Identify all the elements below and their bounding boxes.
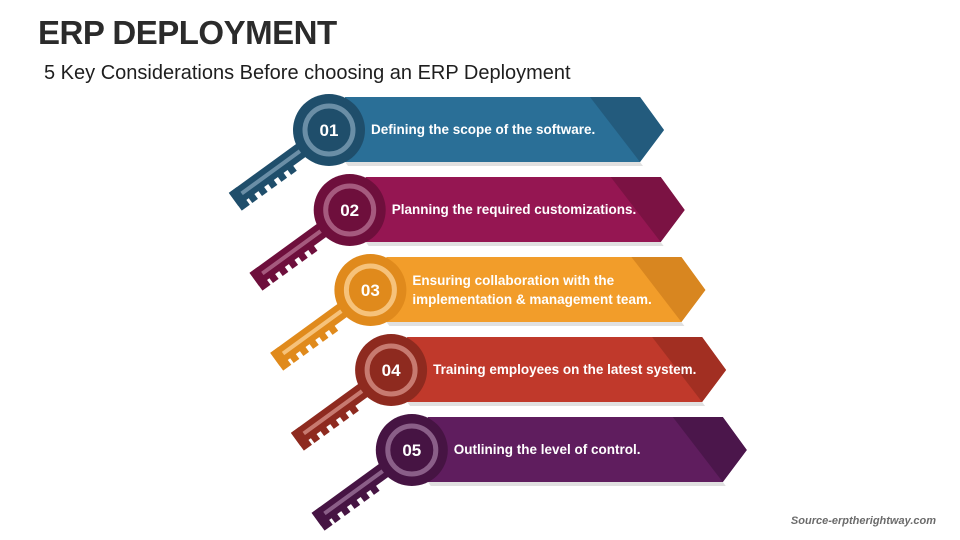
key-tooth — [247, 192, 258, 204]
banner-shadow — [427, 482, 726, 486]
key-tooth — [309, 432, 321, 444]
key-tooth — [298, 345, 310, 356]
key-ring — [385, 423, 439, 477]
step-number: 05 — [402, 441, 421, 460]
step-number: 04 — [382, 361, 401, 380]
key-tooth — [276, 171, 288, 182]
key-tooth — [359, 491, 370, 502]
step-text: Outlining the level of control. — [454, 442, 641, 457]
key-ring — [323, 183, 377, 237]
shaft-stripe — [297, 380, 377, 439]
banner-tip-shade — [652, 337, 727, 402]
banner — [345, 97, 664, 162]
step-text: implementation & management team. — [412, 292, 651, 307]
banner-tip-shade — [631, 257, 706, 322]
banner-tip-shade — [590, 97, 664, 162]
shaft-stripe — [235, 140, 314, 199]
key-tooth — [319, 425, 330, 436]
banner-tip-shade — [610, 177, 685, 242]
shaft-stripe — [318, 460, 397, 519]
banner-shadow — [386, 322, 685, 326]
banner — [365, 177, 685, 242]
step-text: Training employees on the latest system. — [433, 362, 696, 377]
source-credit: Source-erptherightway.com — [790, 515, 936, 527]
key-bit — [228, 187, 250, 211]
step-text: Planning the required customizations. — [392, 202, 637, 217]
key-ring — [302, 103, 356, 157]
key-item-04: 04 Training employees on the latest syste… — [290, 334, 727, 451]
banner-shadow — [365, 242, 664, 246]
key-item-03: 03 Ensuring collaboration with the impleme… — [270, 254, 706, 371]
banner — [386, 257, 706, 322]
key-tooth — [288, 352, 300, 364]
step-text: Ensuring collaboration with the — [412, 273, 614, 288]
banner-shadow — [407, 402, 706, 406]
key-item-05: 05 Outlining the level of control. — [311, 414, 747, 531]
key-tooth — [268, 272, 279, 284]
key-tooth — [340, 505, 351, 516]
step-number: 01 — [320, 121, 339, 140]
step-text: Defining the scope of the software. — [371, 122, 595, 137]
key-tooth — [266, 178, 278, 189]
key-tooth — [307, 244, 318, 255]
banner-tip-shade — [672, 417, 747, 482]
page-title: ERP DEPLOYMENT — [38, 14, 337, 51]
shaft-stripe — [256, 220, 335, 279]
key-item-01: 01 Defining the scope of the software. — [228, 94, 664, 211]
key-ring — [364, 343, 418, 397]
key-tooth — [277, 265, 289, 276]
step-number: 03 — [361, 281, 380, 300]
key-tooth — [318, 331, 329, 342]
page-subtitle: 5 Key Considerations Before choosing an … — [44, 62, 571, 84]
key-tooth — [329, 418, 340, 429]
key-bit — [249, 267, 271, 291]
key-tooth — [308, 338, 319, 349]
key-tooth — [348, 404, 359, 415]
key-tooth — [349, 498, 361, 509]
step-number: 02 — [340, 201, 359, 220]
key-bit — [290, 427, 312, 451]
key-bit — [311, 507, 333, 531]
key-tooth — [287, 258, 299, 269]
banner-shadow — [345, 162, 643, 166]
banner — [407, 337, 727, 402]
key-tooth — [338, 411, 350, 422]
key-ring — [343, 263, 397, 317]
key-tooth — [297, 251, 308, 262]
key-item-02: 02 Planning the required customizations. — [249, 174, 685, 291]
key-tooth — [286, 164, 297, 175]
key-tooth — [257, 185, 268, 196]
banner — [427, 417, 747, 482]
shaft-stripe — [276, 300, 356, 359]
key-tooth — [369, 484, 380, 495]
key-bit — [270, 347, 292, 371]
key-tooth — [330, 512, 341, 524]
key-tooth — [327, 324, 339, 335]
